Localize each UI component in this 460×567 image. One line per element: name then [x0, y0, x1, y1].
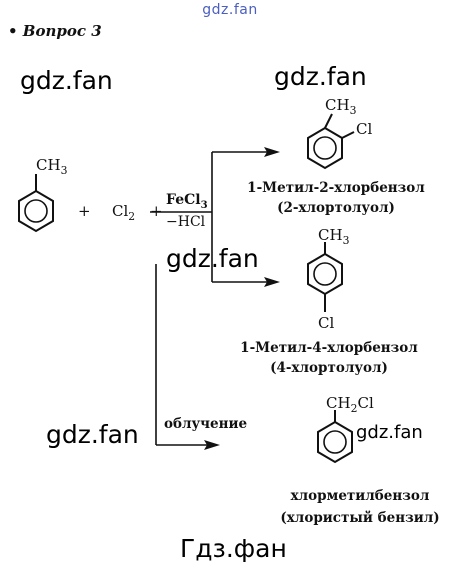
product3-substituent: CH2Cl	[326, 394, 374, 415]
product2-ring	[307, 242, 343, 312]
product3-alt-name: (хлористый бензил)	[280, 510, 440, 526]
watermark-right-upper: gdz.fan	[274, 62, 367, 91]
question-title: • Вопрос 3	[8, 22, 102, 40]
product3-name: хлорметилбензол	[290, 488, 430, 504]
arrowheads	[204, 147, 280, 450]
watermark-small: gdz.fan	[356, 422, 423, 443]
watermark-bottom: Гдз.фан	[180, 534, 287, 563]
toluene-ring	[18, 174, 54, 233]
product2-substituent-2: Cl	[318, 314, 335, 332]
byproduct-label: −HCl	[166, 214, 206, 230]
product2-name: 1-Метил-4-хлорбензол	[240, 340, 418, 356]
product3-ring	[317, 410, 353, 464]
reaction-arrows	[150, 151, 272, 446]
product1-name: 1-Метил-2-хлорбензол	[247, 180, 425, 196]
catalyst-label: FeCl3	[166, 192, 208, 211]
product1-alt-name: (2-хлортолуол)	[277, 200, 395, 216]
toluene-substituent: CH3	[36, 156, 68, 177]
product1-substituent-2: Cl	[356, 120, 373, 138]
product1-ring	[307, 113, 355, 170]
irradiation-label: облучение	[164, 416, 248, 432]
product2-substituent-1: CH3	[318, 226, 350, 247]
plus-sign-1: +	[78, 202, 91, 220]
plus-sign-2: +	[150, 202, 163, 220]
product2-alt-name: (4-хлортолуол)	[270, 360, 388, 376]
watermark-left-upper: gdz.fan	[20, 66, 113, 95]
watermark-top: gdz.fan	[202, 2, 258, 18]
product1-substituent-1: CH3	[325, 96, 357, 117]
watermark-left-lower: gdz.fan	[46, 420, 139, 449]
chlorine-reagent: Cl2	[112, 202, 136, 223]
